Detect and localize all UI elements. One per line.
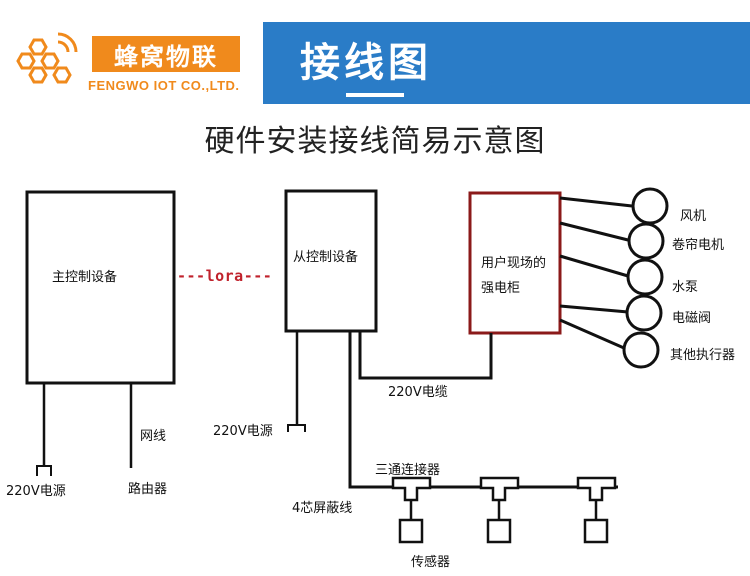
router-label: 路由器 bbox=[128, 482, 168, 497]
sensor-icon bbox=[398, 518, 609, 544]
actuator-label-other: 其他执行器 bbox=[670, 348, 736, 363]
main-control-box bbox=[25, 190, 176, 385]
power-cable-wire bbox=[358, 331, 493, 380]
actuator-label-pump: 水泵 bbox=[672, 280, 699, 295]
title-underline bbox=[346, 93, 404, 97]
actuator-label-valve: 电磁阀 bbox=[672, 311, 712, 326]
honeycomb-logo-icon bbox=[16, 38, 72, 84]
slave-control-box bbox=[284, 189, 378, 333]
brand-name-en: FENGWO IOT CO.,LTD. bbox=[88, 78, 240, 93]
actuator-label-fan: 风机 bbox=[680, 209, 707, 224]
actuator-label-motor: 卷帘电机 bbox=[672, 238, 725, 253]
header-banner bbox=[263, 22, 750, 104]
cabinet-label-line2: 强电柜 bbox=[481, 281, 521, 296]
slave-power-plug-icon bbox=[287, 424, 306, 432]
slave-device-label: 从控制设备 bbox=[293, 250, 359, 265]
cabinet-label-line1: 用户现场的 bbox=[481, 256, 547, 271]
shield-cable-label: 4芯屏蔽线 bbox=[292, 501, 353, 516]
tee-connector-label: 三通连接器 bbox=[375, 463, 441, 478]
actuator-wires bbox=[559, 196, 633, 350]
sensor-label: 传感器 bbox=[411, 555, 451, 570]
shield-cable-wire bbox=[348, 331, 405, 489]
actuator-icon bbox=[622, 187, 669, 369]
network-cable-label: 网线 bbox=[140, 429, 167, 444]
tee-connector-icon bbox=[391, 476, 617, 502]
slave-power-label: 220V电源 bbox=[213, 424, 273, 439]
power-cabinet-box bbox=[468, 191, 562, 335]
brand-name: 蜂窝物联 bbox=[92, 36, 240, 72]
main-device-label: 主控制设备 bbox=[52, 270, 118, 285]
main-power-label: 220V电源 bbox=[6, 484, 66, 499]
signal-icon bbox=[57, 32, 78, 53]
diagram-title: 硬件安装接线简易示意图 bbox=[204, 124, 546, 159]
power-cable-label: 220V电缆 bbox=[388, 385, 448, 400]
main-power-plug-icon bbox=[36, 465, 52, 476]
sensor-wires bbox=[409, 500, 598, 520]
page-title: 接线图 bbox=[300, 40, 432, 86]
lora-link-label: ---lora--- bbox=[177, 267, 273, 285]
